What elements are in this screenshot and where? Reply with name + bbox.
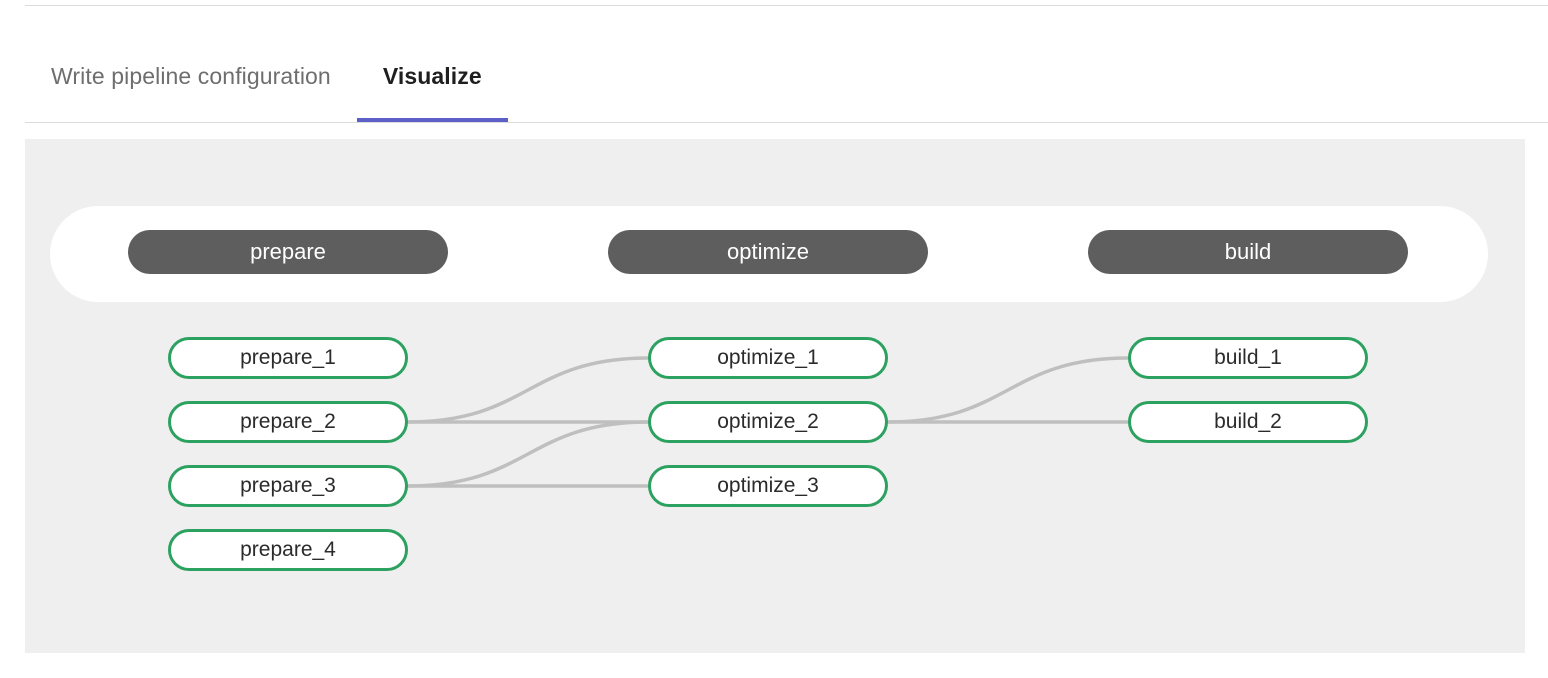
tab-bar: Write pipeline configuration Visualize: [25, 30, 1548, 123]
job-node-prepare_2[interactable]: prepare_2: [168, 401, 408, 443]
stage-pill-optimize[interactable]: optimize: [608, 230, 928, 274]
stage-pill-prepare[interactable]: prepare: [128, 230, 448, 274]
tab-write-pipeline-configuration[interactable]: Write pipeline configuration: [51, 63, 331, 89]
job-node-prepare_4[interactable]: prepare_4: [168, 529, 408, 571]
edge-optimize_2-to-build_1: [886, 356, 1130, 424]
tab-bar-divider: [25, 122, 1548, 123]
job-node-prepare_3[interactable]: prepare_3: [168, 465, 408, 507]
job-node-optimize_1[interactable]: optimize_1: [648, 337, 888, 379]
job-node-optimize_2[interactable]: optimize_2: [648, 401, 888, 443]
job-node-optimize_3[interactable]: optimize_3: [648, 465, 888, 507]
job-node-build_1[interactable]: build_1: [1128, 337, 1368, 379]
tab-list: Write pipeline configuration Visualize: [25, 30, 508, 123]
tab-visualize[interactable]: Visualize: [356, 30, 508, 123]
edge-prepare_3-to-optimize_2: [406, 420, 650, 488]
stage-header-container: prepare optimize build: [50, 206, 1488, 302]
top-divider: [25, 5, 1548, 6]
job-node-prepare_1[interactable]: prepare_1: [168, 337, 408, 379]
edge-prepare_2-to-optimize_1: [406, 356, 650, 424]
job-node-build_2[interactable]: build_2: [1128, 401, 1368, 443]
stage-pill-build[interactable]: build: [1088, 230, 1408, 274]
